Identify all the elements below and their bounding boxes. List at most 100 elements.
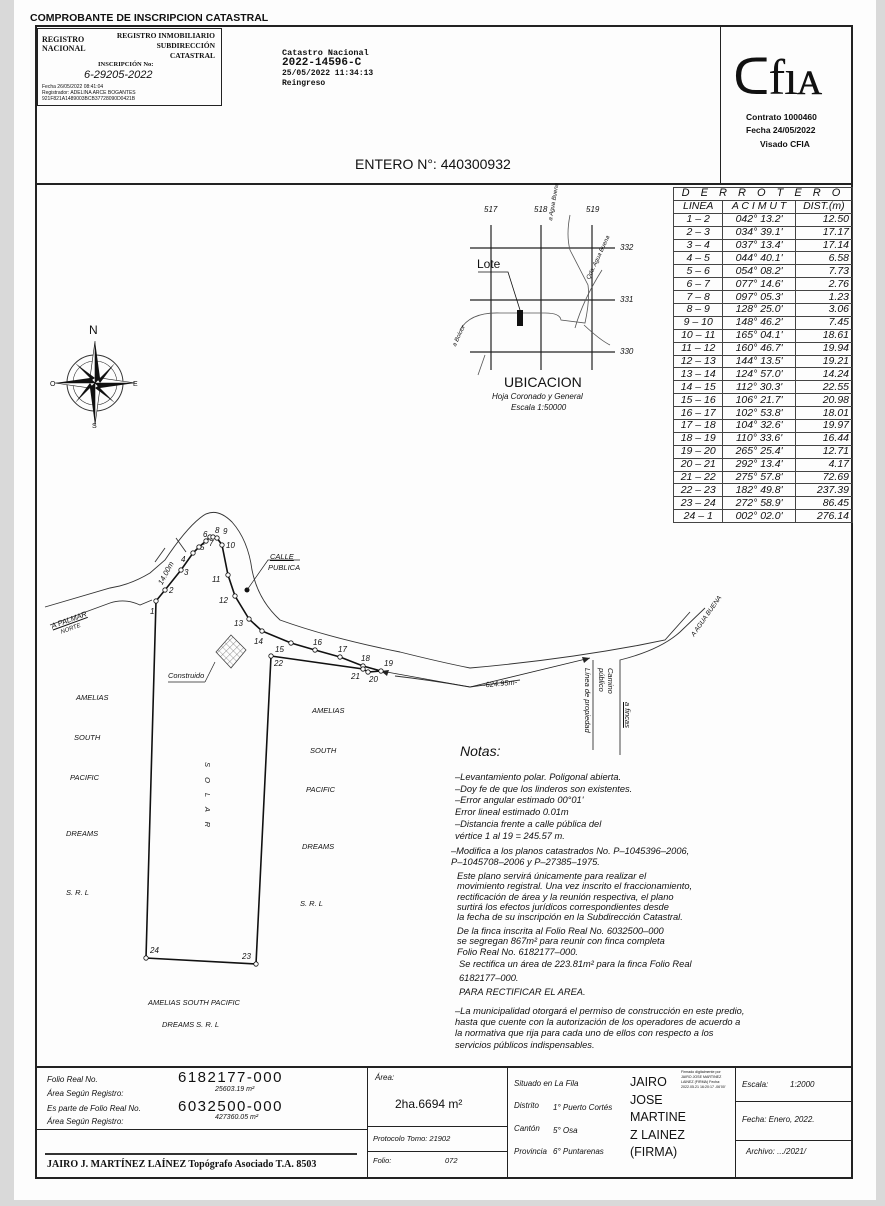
note-line: 6182177–000. bbox=[459, 973, 519, 983]
vertex-point bbox=[360, 666, 366, 672]
provincia-value: 6° Puntarenas bbox=[553, 1147, 604, 1156]
vertex-point bbox=[143, 955, 149, 961]
solar-label: S O L A R bbox=[203, 762, 212, 832]
vertex-point bbox=[253, 961, 259, 967]
inscripcion-number: 6-29205-2022 bbox=[84, 69, 153, 81]
ubicacion-escala: Escala 1:50000 bbox=[511, 403, 567, 412]
vertex-points bbox=[143, 534, 384, 967]
note-line: se segregan 867m² para reunir con finca … bbox=[457, 936, 665, 947]
location-grid bbox=[470, 225, 615, 370]
parte-value: 6032500-000 bbox=[178, 1098, 283, 1115]
provincia-label: Provincia bbox=[514, 1147, 547, 1156]
note-line: rectificación de área y la reunión respe… bbox=[457, 891, 674, 902]
vertex-point bbox=[312, 647, 318, 653]
cfia-logo: ᑕfıᴀ bbox=[733, 49, 822, 105]
document-title: COMPROBANTE DE INSCRIPCION CATASTRAL bbox=[30, 12, 269, 24]
vertex-point bbox=[162, 587, 168, 593]
vertex-point bbox=[225, 572, 231, 578]
camino-label: Camino bbox=[606, 668, 615, 694]
cfia-contract: Contrato 1000460 bbox=[746, 112, 817, 122]
vertex-label: 6 bbox=[203, 530, 208, 539]
vertex-point bbox=[259, 628, 265, 634]
area-value: 2ha.6694 m² bbox=[395, 1097, 463, 1111]
vertex-label: 13 bbox=[234, 619, 243, 628]
vertex-label: 16 bbox=[313, 638, 322, 647]
owner-left-label: AMELIAS bbox=[76, 693, 109, 702]
stamp-date: Fecha 26/05/2022 08:41:04 bbox=[42, 84, 104, 90]
grid-col-label: 518 bbox=[534, 205, 548, 214]
compass-e: E bbox=[133, 381, 138, 388]
grid-row-label: 332 bbox=[620, 243, 634, 252]
lote-label: Lote bbox=[477, 257, 501, 271]
compass-n: N bbox=[89, 323, 98, 337]
vertex-label: 1 bbox=[150, 607, 155, 616]
camino-label-2: público bbox=[597, 668, 606, 692]
note-line: PARA RECTIFICAR EL AREA. bbox=[459, 987, 586, 997]
vertex-label: 17 bbox=[338, 645, 347, 654]
vertex-point bbox=[178, 567, 184, 573]
vertex-label: 7 bbox=[209, 539, 214, 548]
catastro-datetime: 25/05/2022 11:34:13 bbox=[282, 69, 374, 78]
note-line: Folio Real No. 6182177–000. bbox=[457, 946, 578, 957]
canton-label: Cantón bbox=[514, 1124, 540, 1133]
property-line-label: Línea de propiedad bbox=[583, 668, 592, 733]
road-edges bbox=[44, 512, 706, 755]
area-label: Área: bbox=[375, 1073, 395, 1082]
vertex-point bbox=[378, 668, 384, 674]
fincas-label: a fincas bbox=[623, 702, 632, 728]
vertex-point bbox=[214, 535, 220, 541]
registry-logo: REGISTRO NACIONAL bbox=[42, 35, 86, 53]
catastro-number: 2022-14596-C bbox=[282, 57, 362, 69]
note-line: –Levantamiento polar. Poligonal abierta. bbox=[455, 772, 622, 782]
vertex-label: 21 bbox=[351, 672, 360, 681]
note-line: –Modifica a los planos catastrados No. P… bbox=[451, 846, 690, 856]
note-line: Se rectifica un área de 223.81m² para la… bbox=[459, 959, 692, 969]
owner-mid-label: PACIFIC bbox=[306, 785, 336, 794]
inscripcion-label: INSCRIPCIÓN No: bbox=[98, 61, 154, 68]
note-line: movimiento registral. Una vez inscrito e… bbox=[457, 881, 693, 892]
note-line: Error lineal estimado 0.01m bbox=[455, 807, 569, 818]
stamp-hash: 921F821A1489003BCB37728090D0421B bbox=[42, 96, 136, 102]
vertex-point bbox=[365, 669, 371, 675]
note-line: –La municipalidad otorgará el permiso de… bbox=[455, 1006, 745, 1016]
note-line: De la finca inscrita al Folio Real No. 6… bbox=[457, 926, 664, 936]
vertex-point bbox=[153, 598, 159, 604]
stamp-line3: CATASTRAL bbox=[169, 51, 215, 60]
area-reg2-label: Área Según Registro: bbox=[47, 1117, 124, 1126]
catastro-type: Reingreso bbox=[282, 79, 326, 88]
parte-label: Es parte de Folio Real No. bbox=[47, 1104, 141, 1113]
note-line: –Distancia frente a calle pública del bbox=[455, 818, 602, 829]
owner-bottom: AMELIAS SOUTH PACIFIC bbox=[148, 998, 240, 1007]
vertex-point bbox=[246, 616, 252, 622]
cfia-divider bbox=[720, 25, 721, 183]
note-line: Este plano servirá únicamente para reali… bbox=[457, 871, 647, 881]
vertex-point bbox=[288, 640, 294, 646]
cfia-date: Fecha 24/05/2022 bbox=[746, 125, 816, 135]
vertex-point bbox=[219, 542, 225, 548]
protocolo: Protocolo Tomo: 21902 bbox=[373, 1134, 451, 1143]
notes-title: Notas: bbox=[460, 743, 501, 759]
vertex-label: 14 bbox=[254, 637, 263, 646]
note-line: hasta que cuente con la autorización de … bbox=[455, 1017, 741, 1028]
archivo: Archivo: .../2021/ bbox=[746, 1147, 807, 1156]
dist-cell: 276.14 bbox=[794, 509, 854, 524]
area-reg2-value: 427360.05 m² bbox=[215, 1114, 259, 1121]
header-divider bbox=[35, 183, 853, 185]
entero-number: ENTERO N°: 440300932 bbox=[355, 156, 511, 172]
vertex-label: 9 bbox=[223, 527, 228, 536]
compass-rose-icon bbox=[54, 340, 136, 426]
vertex-point bbox=[232, 593, 238, 599]
note-line: –Error angular estimado 00°01' bbox=[455, 795, 584, 806]
